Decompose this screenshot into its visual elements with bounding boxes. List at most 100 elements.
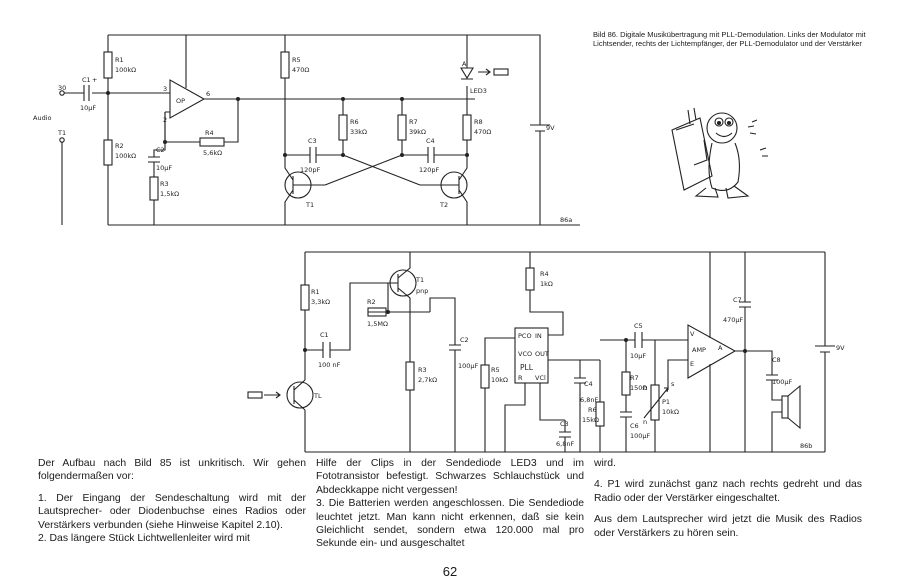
svg-text:n: n bbox=[643, 418, 647, 426]
svg-text:2: 2 bbox=[163, 116, 167, 124]
svg-text:R1: R1 bbox=[311, 288, 320, 296]
svg-text:C2: C2 bbox=[156, 146, 165, 154]
svg-text:C2: C2 bbox=[460, 336, 469, 344]
svg-text:C1: C1 bbox=[320, 331, 329, 339]
svg-text:470Ω: 470Ω bbox=[292, 66, 309, 74]
svg-text:6,8nF: 6,8nF bbox=[556, 440, 574, 448]
r4-rx-resistor bbox=[525, 267, 535, 291]
svg-text:R6: R6 bbox=[588, 406, 597, 414]
r2-resistor bbox=[103, 139, 113, 166]
r5-rx-resistor bbox=[480, 364, 490, 389]
p1-potentiometer bbox=[650, 384, 660, 421]
svg-text:100kΩ: 100kΩ bbox=[115, 152, 136, 160]
svg-text:10µF: 10µF bbox=[630, 352, 646, 360]
svg-text:T2: T2 bbox=[439, 201, 448, 209]
r6-rx-resistor bbox=[595, 401, 605, 427]
speaker-symbol bbox=[781, 395, 789, 419]
paragraph: Hilfe der Clips in der Sendediode LED3 u… bbox=[316, 458, 584, 496]
svg-text:10kΩ: 10kΩ bbox=[662, 408, 679, 416]
page-number: 62 bbox=[442, 564, 458, 579]
svg-text:R5: R5 bbox=[491, 366, 500, 374]
paragraph: 3. Die Batterien werden angeschlossen. D… bbox=[316, 498, 584, 550]
r1-rx-resistor bbox=[300, 284, 310, 311]
paragraph: 4. P1 wird zunächst ganz nach rechts ged… bbox=[594, 479, 862, 504]
r6-resistor bbox=[338, 114, 348, 141]
receiver-schematic: R1 3,3kΩ R2 1,5MΩ C1 100 nF TL T1 pnp R3… bbox=[247, 251, 845, 453]
svg-text:+: + bbox=[92, 76, 97, 84]
svg-text:120pF: 120pF bbox=[300, 166, 321, 174]
svg-text:E: E bbox=[690, 360, 694, 368]
r3-resistor bbox=[149, 176, 159, 201]
r7-rx-resistor bbox=[621, 371, 631, 396]
svg-text:150Ω: 150Ω bbox=[630, 384, 647, 392]
svg-text:OUT: OUT bbox=[535, 350, 549, 358]
svg-text:R2: R2 bbox=[367, 298, 376, 306]
svg-text:100µF: 100µF bbox=[458, 362, 479, 370]
svg-text:100µF: 100µF bbox=[772, 378, 793, 386]
paragraph: Der Aufbau nach Bild 85 ist unkritisch. … bbox=[38, 458, 306, 483]
svg-text:s: s bbox=[671, 380, 675, 388]
svg-text:120pF: 120pF bbox=[419, 166, 440, 174]
svg-text:IN: IN bbox=[535, 332, 542, 340]
svg-text:1,5MΩ: 1,5MΩ bbox=[367, 320, 388, 328]
svg-text:86b: 86b bbox=[800, 442, 812, 450]
svg-text:VCO: VCO bbox=[518, 350, 532, 358]
svg-text:10µF: 10µF bbox=[156, 164, 172, 172]
svg-text:3,3kΩ: 3,3kΩ bbox=[311, 298, 330, 306]
svg-text:R6: R6 bbox=[350, 118, 359, 126]
svg-text:33kΩ: 33kΩ bbox=[350, 128, 367, 136]
paragraph: 2. Das längere Stück Lichtwellenleiter w… bbox=[38, 533, 250, 545]
svg-text:R4: R4 bbox=[205, 129, 214, 137]
svg-text:100 nF: 100 nF bbox=[318, 361, 341, 369]
svg-text:TL: TL bbox=[313, 392, 322, 400]
figure-caption: Bild 86. Digitale Musikübertragung mit P… bbox=[593, 30, 866, 49]
svg-text:R7: R7 bbox=[409, 118, 418, 126]
svg-text:T1: T1 bbox=[305, 201, 314, 209]
text-column-3: wird. 4. P1 wird zunächst ganz nach rech… bbox=[594, 457, 862, 548]
svg-text:470µF: 470µF bbox=[723, 316, 744, 324]
svg-text:R: R bbox=[518, 374, 523, 382]
svg-text:6: 6 bbox=[206, 90, 210, 98]
svg-text:R4: R4 bbox=[540, 270, 549, 278]
svg-text:R7: R7 bbox=[630, 374, 639, 382]
svg-text:C8: C8 bbox=[772, 356, 781, 364]
transmitter-schematic: 30 C1 + 10µF Audio T1 R1 100kΩ R2 100kΩ … bbox=[33, 34, 580, 226]
amp-symbol bbox=[687, 324, 737, 379]
svg-text:C3: C3 bbox=[308, 137, 317, 145]
svg-text:R2: R2 bbox=[115, 142, 124, 150]
svg-text:9V: 9V bbox=[836, 344, 845, 352]
paragraph: Aus dem Lautsprecher wird jetzt die Musi… bbox=[594, 514, 862, 539]
svg-text:T1: T1 bbox=[415, 276, 424, 284]
r5-resistor bbox=[280, 51, 290, 79]
svg-text:86a: 86a bbox=[560, 216, 572, 224]
led3-symbol bbox=[460, 67, 474, 80]
svg-text:Audio: Audio bbox=[33, 114, 51, 122]
svg-text:VCl: VCl bbox=[535, 374, 546, 382]
svg-text:C4: C4 bbox=[584, 380, 593, 388]
svg-text:6,8nF: 6,8nF bbox=[580, 396, 598, 404]
tl-phototransistor bbox=[286, 381, 314, 409]
svg-text:LED3: LED3 bbox=[470, 87, 487, 95]
svg-text:C1: C1 bbox=[82, 76, 91, 84]
svg-text:C5: C5 bbox=[634, 322, 643, 330]
svg-text:P1: P1 bbox=[662, 398, 670, 406]
svg-text:C3: C3 bbox=[560, 420, 569, 428]
svg-text:T1: T1 bbox=[57, 129, 66, 137]
svg-text:39kΩ: 39kΩ bbox=[409, 128, 426, 136]
r8-resistor bbox=[462, 114, 472, 141]
svg-text:pnp: pnp bbox=[416, 287, 428, 295]
r7-resistor bbox=[397, 114, 407, 141]
svg-text:PCO: PCO bbox=[518, 332, 532, 340]
svg-text:100µF: 100µF bbox=[630, 432, 651, 440]
pll-block bbox=[514, 327, 549, 384]
svg-text:9V: 9V bbox=[546, 124, 555, 132]
svg-text:AMP: AMP bbox=[692, 346, 706, 354]
svg-text:470Ω: 470Ω bbox=[474, 128, 491, 136]
svg-text:PLL: PLL bbox=[520, 363, 534, 372]
paragraph: 1. Der Eingang der Sendeschaltung wird m… bbox=[38, 492, 306, 531]
svg-text:R8: R8 bbox=[474, 118, 483, 126]
svg-text:OP: OP bbox=[176, 97, 185, 105]
svg-text:5,6kΩ: 5,6kΩ bbox=[203, 149, 222, 157]
text-column-2: Hilfe der Clips in der Sendediode LED3 u… bbox=[316, 457, 584, 551]
